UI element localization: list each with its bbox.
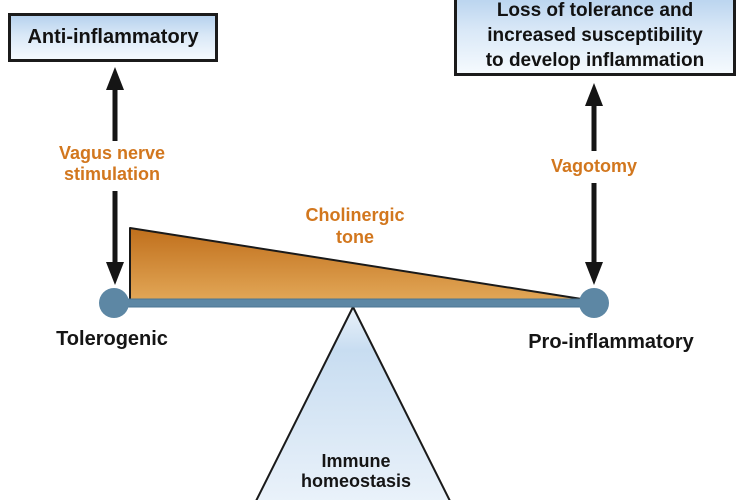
cholinergic-tone-label: Cholinergic tone xyxy=(285,204,425,248)
right-pivot-dot xyxy=(579,288,609,318)
arrow-down-head xyxy=(106,262,124,285)
cholinergic-label-line-1: Cholinergic xyxy=(305,205,405,225)
arrow-down-head xyxy=(585,262,603,285)
tolerogenic-label: Tolerogenic xyxy=(56,328,168,350)
fulcrum-triangle xyxy=(255,306,451,500)
vns-label-line-2: stimulation xyxy=(63,164,160,184)
vagotomy-label: Vagotomy xyxy=(550,156,638,176)
left-pivot-dot xyxy=(99,288,129,318)
anti-inflammatory-box-label: Anti-inflammatory xyxy=(27,26,199,48)
loss-box-line-3: to develop inflammation xyxy=(485,50,705,71)
arrow-up-head xyxy=(106,67,124,90)
arrow-up-head xyxy=(585,83,603,106)
pro-inflammatory-label: Pro-inflammatory xyxy=(528,331,694,353)
loss-of-tolerance-box: Loss of tolerance and increased suscepti… xyxy=(454,0,736,76)
immune-label-line-2: homeostasis xyxy=(300,471,412,491)
vagus-nerve-double-arrow xyxy=(106,67,124,285)
loss-box-line-2: increased susceptibility xyxy=(487,25,703,46)
immune-label-line-1: Immune xyxy=(321,451,391,471)
vagotomy-double-arrow xyxy=(585,83,603,285)
anti-inflammatory-box: Anti-inflammatory xyxy=(8,13,218,62)
immune-homeostasis-label: Immune homeostasis xyxy=(276,451,436,491)
cholinergic-label-line-2: tone xyxy=(336,227,374,247)
balance-beam xyxy=(112,298,596,308)
vns-label-line-1: Vagus nerve xyxy=(58,143,166,163)
vagus-nerve-stimulation-label: Vagus nerve stimulation xyxy=(40,143,184,185)
loss-box-line-1: Loss of tolerance and xyxy=(496,0,694,21)
